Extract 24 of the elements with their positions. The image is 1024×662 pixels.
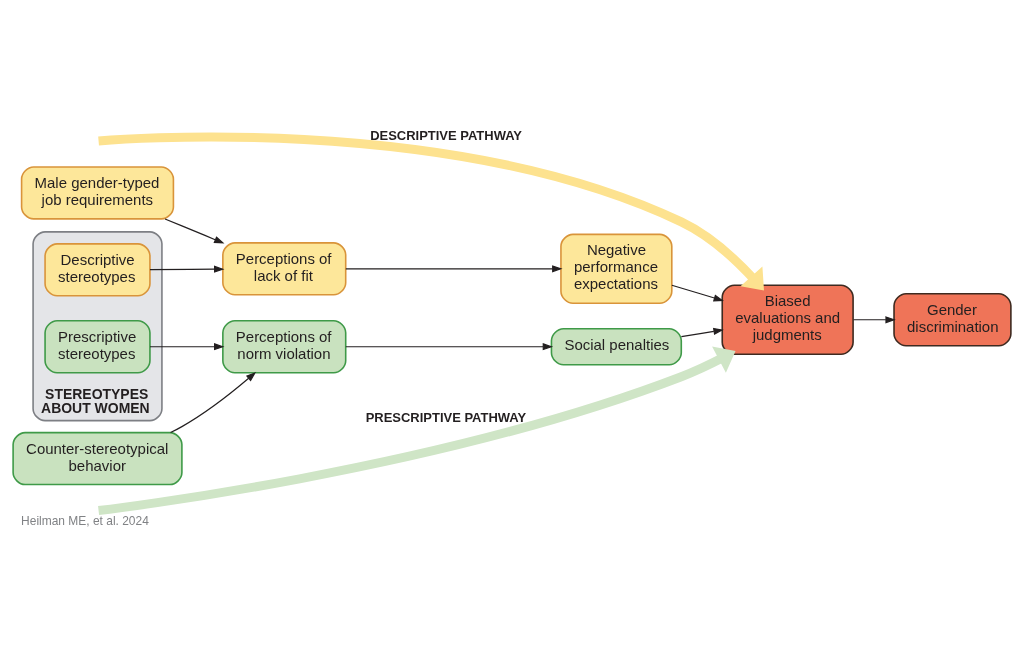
edge-label: DESCRIPTIVE PATHWAY (370, 127, 522, 143)
node-box: Descriptive stereotypes (44, 242, 151, 297)
arrow (149, 342, 225, 350)
node-box: Negative performance expectations (560, 233, 673, 304)
node-box: Social penalties (550, 327, 683, 365)
arrow (98, 346, 736, 515)
arrow (680, 327, 724, 337)
arrow (149, 265, 225, 273)
arrow (852, 315, 896, 323)
edge-label: PRESCRIPTIVE PATHWAY (365, 409, 527, 425)
node-box: Male gender-typed job requirements (20, 165, 175, 220)
node-box: Prescriptive stereotypes (44, 319, 151, 373)
node-box: Perceptions of lack of fit (222, 241, 347, 296)
arrow (345, 342, 554, 350)
arrow (170, 371, 257, 433)
arrow (345, 264, 563, 272)
arrow (98, 132, 764, 290)
node-box: Biased evaluations and judgments (721, 284, 854, 355)
arrow (164, 217, 225, 244)
arrow (671, 284, 724, 301)
node-box: Gender discrimination (893, 292, 1012, 347)
caption: Heilman ME, et al. 2024 (21, 513, 149, 528)
node-box: Perceptions of norm violation (222, 319, 347, 373)
node-box: Counter-stereotypical behavior (12, 431, 183, 485)
